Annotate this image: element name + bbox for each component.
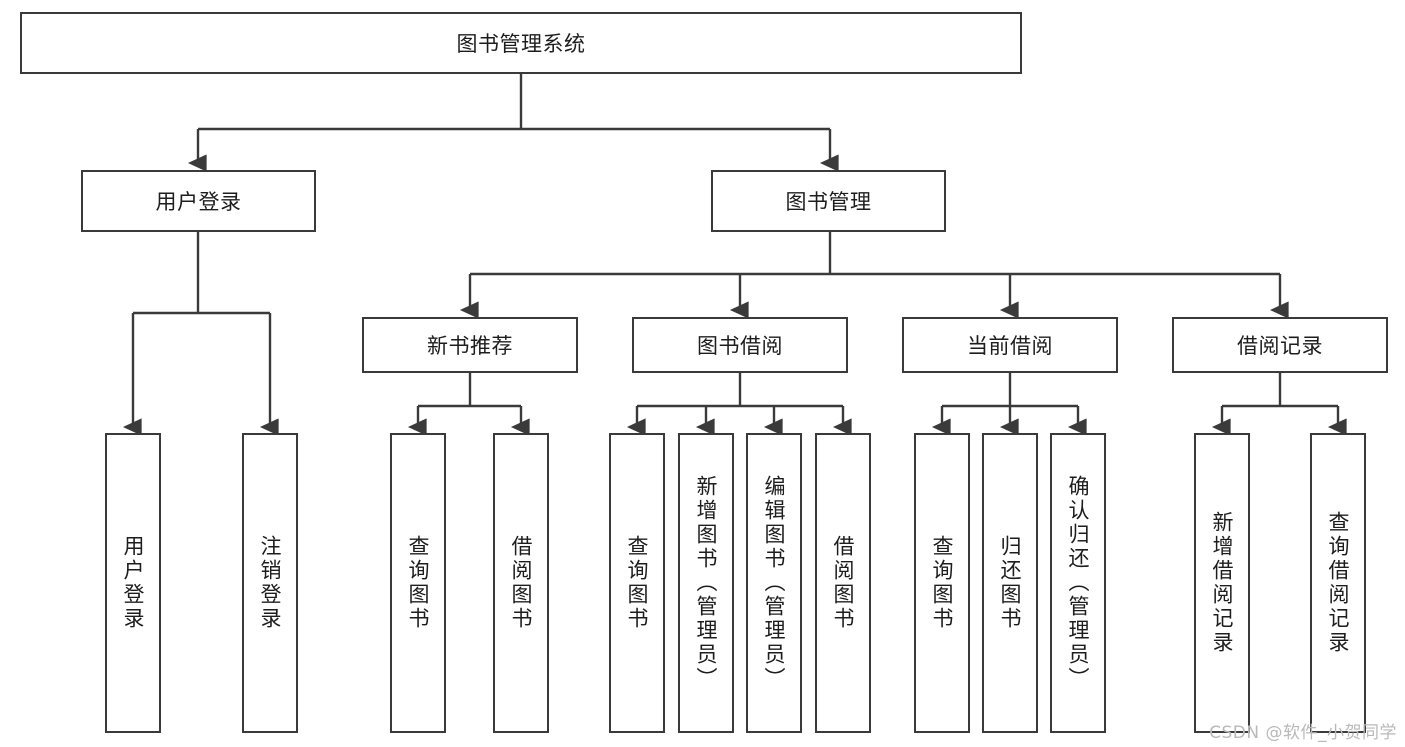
leaf-logout-label: 注销登录 bbox=[258, 535, 283, 631]
node-borrow-record[interactable]: 借阅记录 bbox=[1172, 317, 1388, 373]
node-book-borrow-label: 图书借阅 bbox=[697, 334, 783, 358]
leaf-query-book-1-label: 查询图书 bbox=[406, 535, 431, 631]
leaf-borrow-book-2-label: 借阅图书 bbox=[831, 535, 856, 631]
leaf-user-login[interactable]: 用户登录 bbox=[105, 433, 161, 733]
node-user-login-label: 用户登录 bbox=[155, 190, 242, 214]
leaf-return-book-label: 归还图书 bbox=[998, 535, 1023, 631]
leaf-query-book-3[interactable]: 查询图书 bbox=[914, 433, 970, 733]
node-root[interactable]: 图书管理系统 bbox=[20, 12, 1022, 74]
node-new-book-rec-label: 新书推荐 bbox=[427, 334, 513, 358]
leaf-query-book-1[interactable]: 查询图书 bbox=[390, 433, 446, 733]
node-user-login[interactable]: 用户登录 bbox=[81, 170, 316, 232]
leaf-confirm-return-label: 确认归还（管理员） bbox=[1066, 475, 1091, 691]
leaf-logout[interactable]: 注销登录 bbox=[242, 433, 298, 733]
leaf-confirm-return[interactable]: 确认归还（管理员） bbox=[1050, 433, 1106, 733]
leaf-user-login-label: 用户登录 bbox=[121, 535, 146, 631]
node-borrow-record-label: 借阅记录 bbox=[1237, 334, 1323, 358]
node-current-borrow-label: 当前借阅 bbox=[967, 334, 1053, 358]
node-book-manage[interactable]: 图书管理 bbox=[711, 170, 946, 232]
leaf-edit-book[interactable]: 编辑图书（管理员） bbox=[746, 433, 802, 733]
leaf-add-record[interactable]: 新增借阅记录 bbox=[1194, 433, 1250, 733]
leaf-edit-book-label: 编辑图书（管理员） bbox=[762, 475, 787, 691]
leaf-borrow-book-2[interactable]: 借阅图书 bbox=[815, 433, 871, 733]
leaf-query-book-3-label: 查询图书 bbox=[930, 535, 955, 631]
leaf-query-record-label: 查询借阅记录 bbox=[1326, 511, 1351, 655]
leaf-add-record-label: 新增借阅记录 bbox=[1210, 511, 1235, 655]
leaf-add-book-label: 新增图书（管理员） bbox=[694, 475, 719, 691]
node-book-borrow[interactable]: 图书借阅 bbox=[632, 317, 848, 373]
watermark: CSDN @软件_小贺同学 bbox=[1209, 723, 1397, 743]
node-book-manage-label: 图书管理 bbox=[785, 190, 872, 214]
leaf-query-book-2-label: 查询图书 bbox=[625, 535, 650, 631]
leaf-add-book[interactable]: 新增图书（管理员） bbox=[678, 433, 734, 733]
leaf-borrow-book-1-label: 借阅图书 bbox=[509, 535, 534, 631]
leaf-query-record[interactable]: 查询借阅记录 bbox=[1310, 433, 1366, 733]
node-root-label: 图书管理系统 bbox=[456, 32, 586, 56]
node-current-borrow[interactable]: 当前借阅 bbox=[902, 317, 1118, 373]
node-new-book-rec[interactable]: 新书推荐 bbox=[362, 317, 578, 373]
leaf-borrow-book-1[interactable]: 借阅图书 bbox=[493, 433, 549, 733]
leaf-return-book[interactable]: 归还图书 bbox=[982, 433, 1038, 733]
leaf-query-book-2[interactable]: 查询图书 bbox=[609, 433, 665, 733]
